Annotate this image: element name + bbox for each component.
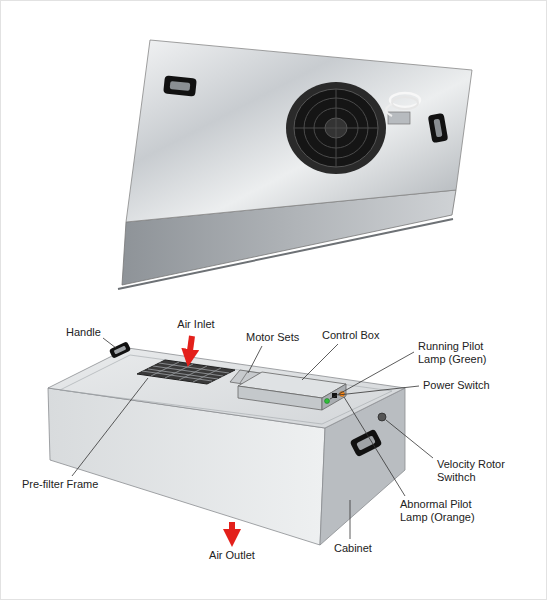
- prefilter-frame: [137, 360, 235, 384]
- part-label: Handle: [66, 326, 116, 339]
- part-label: Cabinet: [334, 542, 394, 555]
- unit-drawing: [48, 336, 433, 545]
- cable-coil: [392, 97, 418, 109]
- part-label: Abnormal Pilot Lamp (Orange): [400, 498, 495, 524]
- rotor-knob: [378, 413, 386, 421]
- part-label: Air Inlet: [161, 318, 231, 331]
- cabinet-top: [48, 348, 405, 428]
- airflow-arrow: [229, 522, 235, 538]
- control-box: [238, 386, 322, 410]
- housing-flange: [118, 219, 453, 289]
- part-label: Motor Sets: [246, 331, 316, 344]
- part-label: Velocity Rotor Swithch: [437, 458, 511, 484]
- airflow-arrow: [189, 336, 192, 358]
- unit-photo: [118, 40, 472, 289]
- fan-grille: [294, 89, 378, 167]
- leader-lines: [72, 338, 433, 539]
- handle-symbol: [163, 75, 197, 96]
- grille-lines: [142, 362, 229, 382]
- control-box: [388, 112, 410, 124]
- part-label: Air Outlet: [192, 549, 272, 562]
- handle-symbol: [428, 113, 449, 143]
- fan-ring: [286, 82, 386, 174]
- top-panel-edge: [60, 355, 392, 424]
- fan-grille: [336, 89, 337, 167]
- housing-top: [126, 40, 472, 222]
- green-lamp: [325, 399, 330, 404]
- part-label: Power Switch: [423, 379, 507, 392]
- cable: [386, 104, 392, 116]
- handle-symbol: [109, 341, 131, 359]
- part-label: Running Pilot Lamp (Green): [418, 340, 510, 366]
- part-label: Pre-filter Frame: [22, 478, 122, 491]
- part-label: Control Box: [322, 329, 394, 342]
